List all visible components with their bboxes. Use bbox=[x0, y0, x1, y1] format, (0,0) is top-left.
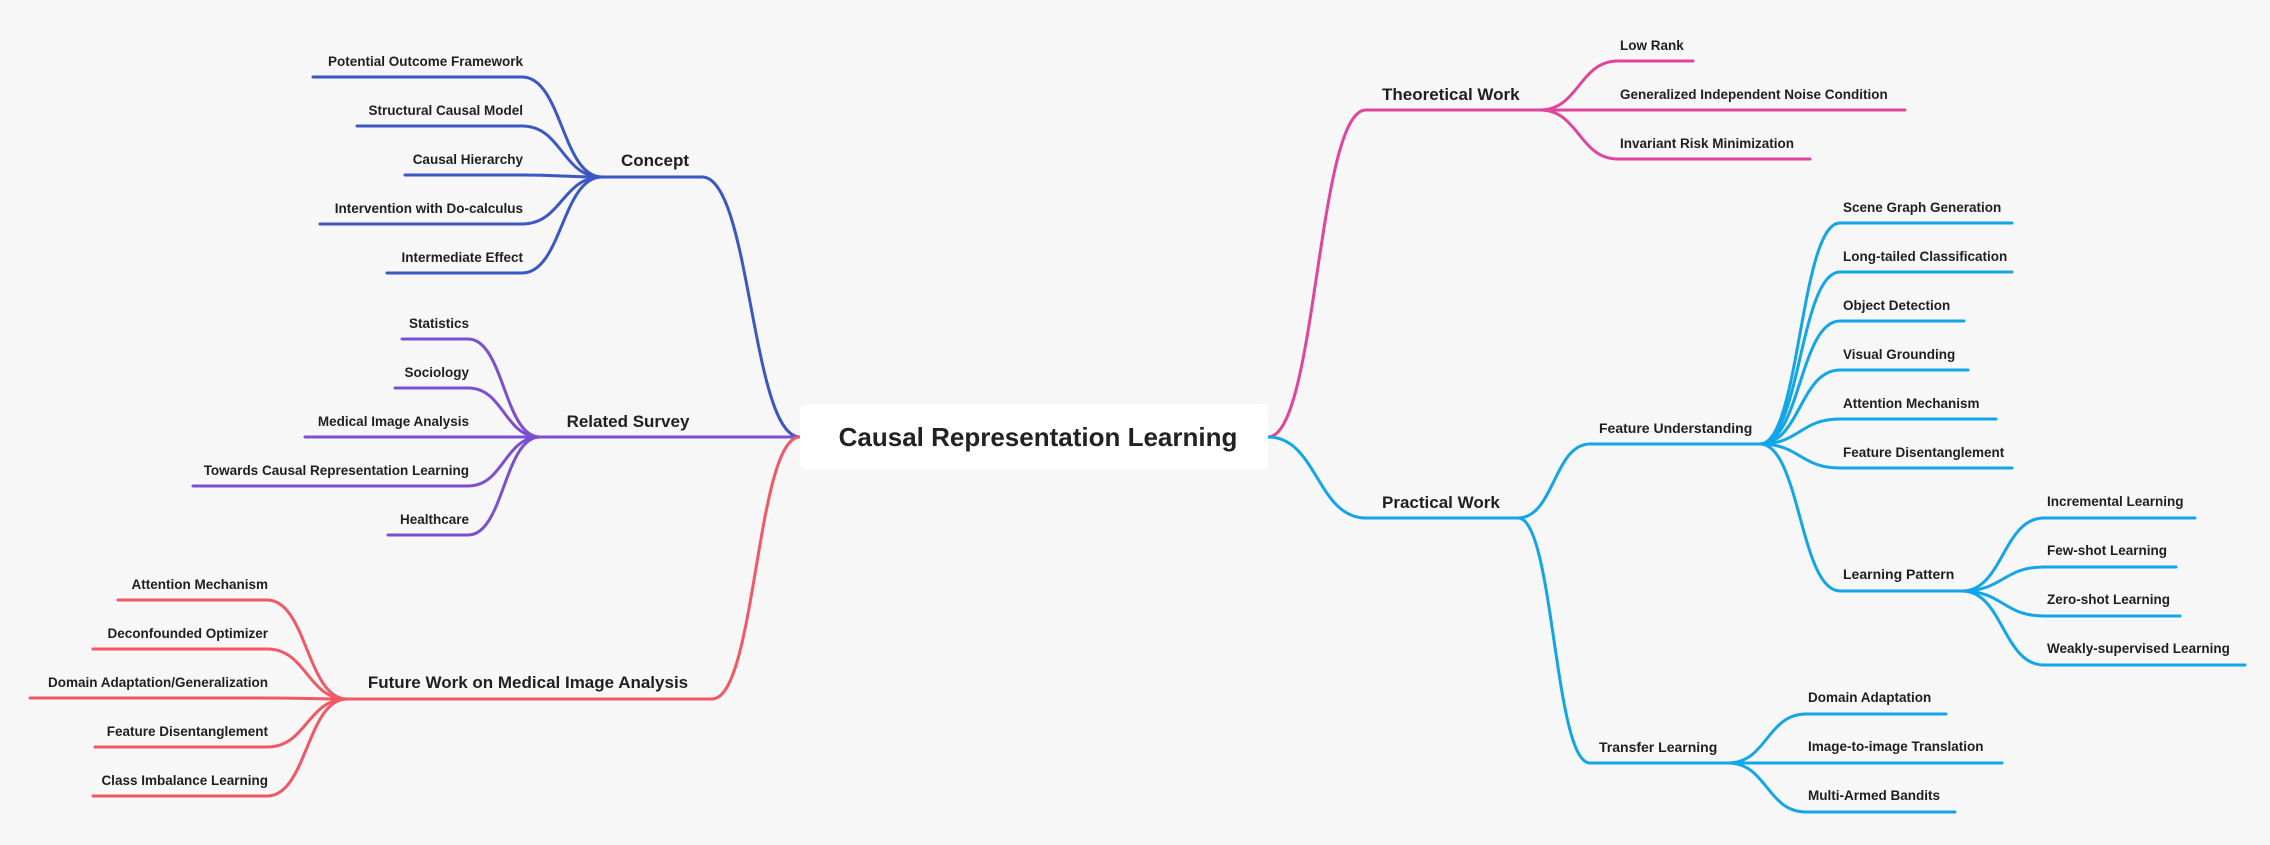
leaf-attention-mechanism-practical[interactable]: Attention Mechanism bbox=[1843, 396, 1980, 411]
link-root-concept bbox=[700, 175, 802, 439]
sub-feature-understanding-label: Feature Understanding bbox=[1599, 420, 1752, 436]
link-future-leaf bbox=[265, 598, 349, 701]
branch-practical-label: Practical Work bbox=[1382, 493, 1500, 512]
link-feature-leaf bbox=[1758, 221, 1842, 446]
link-survey-leaf bbox=[466, 435, 542, 488]
leaf-deconfounded-optimizer[interactable]: Deconfounded Optimizer bbox=[107, 626, 268, 641]
link-root-practical bbox=[1266, 435, 1368, 520]
link-concept-leaf bbox=[520, 75, 604, 179]
link-practical-transfer bbox=[1516, 516, 1592, 765]
link-survey-leaf bbox=[466, 435, 542, 537]
link-future-leaf bbox=[265, 697, 349, 749]
survey-leaves: Statistics Sociology Medical Image Analy… bbox=[204, 316, 470, 527]
leaf-intervention-do-calculus[interactable]: Intervention with Do-calculus bbox=[335, 201, 523, 216]
link-theoretical-leaf bbox=[1538, 108, 1620, 161]
leaf-attention-mechanism[interactable]: Attention Mechanism bbox=[131, 577, 268, 592]
link-transfer-leaf bbox=[1726, 761, 1808, 814]
link-feature-pattern bbox=[1758, 442, 1842, 593]
leaf-long-tailed-classification[interactable]: Long-tailed Classification bbox=[1843, 249, 2007, 264]
leaf-image-to-image-translation[interactable]: Image-to-image Translation bbox=[1808, 739, 1984, 754]
link-pattern-leaf bbox=[1960, 589, 2046, 667]
leaf-invariant-risk-minimization[interactable]: Invariant Risk Minimization bbox=[1620, 136, 1794, 151]
leaf-domain-adaptation[interactable]: Domain Adaptation bbox=[1808, 690, 1931, 705]
branch-future-label: Future Work on Medical Image Analysis bbox=[368, 673, 688, 692]
branch-concept[interactable]: Concept bbox=[621, 151, 689, 170]
link-concept-leaf bbox=[520, 175, 604, 226]
branch-survey-label: Related Survey bbox=[567, 412, 690, 431]
leaf-structural-causal-model[interactable]: Structural Causal Model bbox=[368, 103, 523, 118]
link-future-leaf bbox=[265, 696, 349, 701]
leaf-feature-disentanglement[interactable]: Feature Disentanglement bbox=[107, 724, 269, 739]
link-transfer-leaf bbox=[1726, 712, 1808, 765]
link-future-leaf bbox=[265, 647, 349, 701]
link-feature-leaf bbox=[1758, 442, 1842, 470]
leaf-statistics[interactable]: Statistics bbox=[409, 316, 469, 331]
link-root-future bbox=[710, 435, 802, 701]
leaf-feature-disentanglement-practical[interactable]: Feature Disentanglement bbox=[1843, 445, 2005, 460]
leaf-potential-outcome-framework[interactable]: Potential Outcome Framework bbox=[328, 54, 524, 69]
link-theoretical-leaf bbox=[1538, 59, 1620, 112]
link-concept-leaf bbox=[520, 175, 604, 275]
link-feature-leaf bbox=[1758, 368, 1842, 446]
branch-future-work[interactable]: Future Work on Medical Image Analysis bbox=[368, 673, 688, 692]
link-practical-feature bbox=[1516, 442, 1592, 520]
root-title: Causal Representation Learning bbox=[839, 422, 1238, 452]
pattern-leaves: Incremental Learning Few-shot Learning Z… bbox=[2047, 494, 2230, 656]
branch-theoretical-work[interactable]: Theoretical Work bbox=[1382, 85, 1520, 104]
leaf-intermediate-effect[interactable]: Intermediate Effect bbox=[401, 250, 523, 265]
leaf-low-rank[interactable]: Low Rank bbox=[1620, 38, 1684, 53]
branch-concept-label: Concept bbox=[621, 151, 689, 170]
leaf-object-detection[interactable]: Object Detection bbox=[1843, 298, 1950, 313]
link-survey-leaf bbox=[466, 386, 542, 439]
leaf-medical-image-analysis[interactable]: Medical Image Analysis bbox=[318, 414, 469, 429]
feature-leaves: Scene Graph Generation Long-tailed Class… bbox=[1843, 200, 2007, 460]
leaf-class-imbalance-learning[interactable]: Class Imbalance Learning bbox=[101, 773, 268, 788]
leaf-incremental-learning[interactable]: Incremental Learning bbox=[2047, 494, 2184, 509]
sub-learning-pattern-label: Learning Pattern bbox=[1843, 566, 1954, 582]
leaf-towards-causal-rep-learning[interactable]: Towards Causal Representation Learning bbox=[204, 463, 469, 478]
branch-theoretical-label: Theoretical Work bbox=[1382, 85, 1520, 104]
leaf-weakly-supervised-learning[interactable]: Weakly-supervised Learning bbox=[2047, 641, 2230, 656]
sub-transfer-learning-label: Transfer Learning bbox=[1599, 739, 1717, 755]
concept-leaves: Potential Outcome Framework Structural C… bbox=[328, 54, 524, 265]
link-pattern-leaf bbox=[1960, 516, 2046, 593]
future-leaves: Attention Mechanism Deconfounded Optimiz… bbox=[48, 577, 269, 788]
link-pattern-leaf bbox=[1960, 565, 2046, 593]
leaf-healthcare[interactable]: Healthcare bbox=[400, 512, 470, 527]
sub-feature-understanding[interactable]: Feature Understanding bbox=[1599, 420, 1752, 436]
branch-related-survey[interactable]: Related Survey bbox=[567, 412, 690, 431]
leaf-few-shot-learning[interactable]: Few-shot Learning bbox=[2047, 543, 2167, 558]
link-concept-leaf bbox=[520, 124, 604, 179]
link-root-theoretical bbox=[1266, 108, 1368, 439]
connector-lines bbox=[28, 59, 2247, 814]
link-feature-leaf bbox=[1758, 319, 1842, 446]
leaf-zero-shot-learning[interactable]: Zero-shot Learning bbox=[2047, 592, 2170, 607]
branch-practical-work[interactable]: Practical Work bbox=[1382, 493, 1500, 512]
link-survey-leaf bbox=[466, 337, 542, 439]
link-feature-leaf bbox=[1758, 270, 1842, 446]
link-future-leaf bbox=[265, 697, 349, 798]
transfer-leaves: Domain Adaptation Image-to-image Transla… bbox=[1808, 690, 1984, 803]
sub-transfer-learning[interactable]: Transfer Learning bbox=[1599, 739, 1717, 755]
leaf-domain-adaptation-generalization[interactable]: Domain Adaptation/Generalization bbox=[48, 675, 268, 690]
leaf-generalized-independent-noise[interactable]: Generalized Independent Noise Condition bbox=[1620, 87, 1888, 102]
leaf-visual-grounding[interactable]: Visual Grounding bbox=[1843, 347, 1955, 362]
root-node[interactable]: Causal Representation Learning bbox=[800, 404, 1268, 470]
theoretical-leaves: Low Rank Generalized Independent Noise C… bbox=[1620, 38, 1888, 151]
leaf-scene-graph-generation[interactable]: Scene Graph Generation bbox=[1843, 200, 2001, 215]
leaf-causal-hierarchy[interactable]: Causal Hierarchy bbox=[413, 152, 524, 167]
leaf-multi-armed-bandits[interactable]: Multi-Armed Bandits bbox=[1808, 788, 1940, 803]
link-feature-leaf bbox=[1758, 417, 1842, 446]
sub-learning-pattern[interactable]: Learning Pattern bbox=[1843, 566, 1954, 582]
leaf-sociology[interactable]: Sociology bbox=[404, 365, 469, 380]
